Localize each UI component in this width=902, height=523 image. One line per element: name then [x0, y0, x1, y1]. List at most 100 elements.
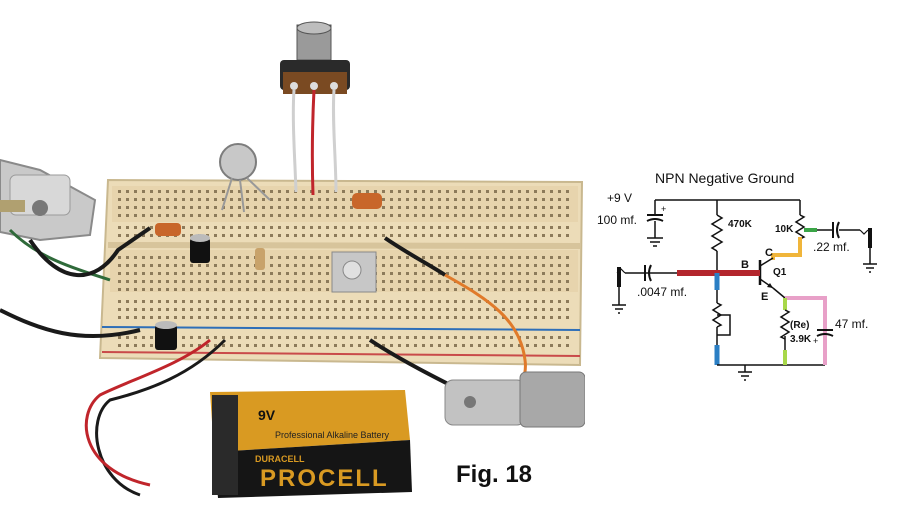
breadboard-hole [270, 190, 273, 193]
breadboard-hole [294, 316, 297, 319]
breadboard-hole [422, 288, 425, 291]
electrolytic-capacitor [155, 321, 177, 350]
breadboard-hole [118, 198, 121, 201]
breadboard-hole [198, 344, 201, 347]
breadboard-hole [478, 264, 481, 267]
breadboard-hole [502, 198, 505, 201]
breadboard-hole [510, 308, 513, 311]
breadboard-hole [334, 234, 337, 237]
breadboard-hole [254, 206, 257, 209]
breadboard-hole [486, 264, 489, 267]
breadboard-hole [262, 190, 265, 193]
breadboard-hole [382, 316, 385, 319]
breadboard-hole [382, 300, 385, 303]
breadboard-hole [294, 280, 297, 283]
breadboard-hole [470, 264, 473, 267]
breadboard-hole [166, 316, 169, 319]
breadboard-hole [206, 300, 209, 303]
breadboard-hole [326, 226, 329, 229]
breadboard-hole [510, 198, 513, 201]
breadboard-hole [334, 300, 337, 303]
breadboard-hole [510, 226, 513, 229]
breadboard-hole [422, 344, 425, 347]
breadboard-hole [174, 206, 177, 209]
breadboard-hole [150, 198, 153, 201]
breadboard-hole [438, 256, 441, 259]
breadboard-hole [246, 214, 249, 217]
breadboard-hole [526, 300, 529, 303]
breadboard-hole [422, 272, 425, 275]
breadboard-hole [558, 256, 561, 259]
breadboard-hole [190, 300, 193, 303]
breadboard-hole [510, 256, 513, 259]
breadboard-hole [270, 198, 273, 201]
breadboard-hole [422, 336, 425, 339]
breadboard-hole [358, 214, 361, 217]
breadboard-hole [294, 198, 297, 201]
breadboard-hole [238, 344, 241, 347]
breadboard-hole [166, 198, 169, 201]
breadboard-hole [206, 344, 209, 347]
breadboard-hole [518, 198, 521, 201]
breadboard-hole [558, 344, 561, 347]
breadboard-hole [550, 206, 553, 209]
breadboard-hole [326, 256, 329, 259]
breadboard-hole [446, 336, 449, 339]
breadboard-hole [358, 316, 361, 319]
breadboard-hole [518, 256, 521, 259]
breadboard-hole [214, 190, 217, 193]
breadboard-hole [246, 308, 249, 311]
breadboard-hole [246, 198, 249, 201]
breadboard-hole [470, 308, 473, 311]
breadboard-hole [326, 214, 329, 217]
breadboard-hole [254, 288, 257, 291]
breadboard-hole [534, 288, 537, 291]
breadboard-hole [334, 214, 337, 217]
breadboard-hole [382, 308, 385, 311]
breadboard-hole [190, 336, 193, 339]
potentiometer [280, 21, 350, 196]
breadboard-hole [542, 190, 545, 193]
breadboard-hole [238, 256, 241, 259]
breadboard-hole [238, 226, 241, 229]
breadboard-hole [558, 226, 561, 229]
breadboard-hole [254, 336, 257, 339]
breadboard-hole [406, 226, 409, 229]
breadboard-hole [438, 316, 441, 319]
breadboard-hole [182, 308, 185, 311]
breadboard-hole [366, 344, 369, 347]
breadboard-hole [294, 272, 297, 275]
breadboard-hole [222, 256, 225, 259]
breadboard-hole [486, 226, 489, 229]
breadboard-hole [134, 288, 137, 291]
breadboard-hole [174, 198, 177, 201]
breadboard-hole [222, 198, 225, 201]
breadboard-hole [446, 308, 449, 311]
breadboard-hole [182, 234, 185, 237]
breadboard-hole [446, 288, 449, 291]
electrolytic-capacitor [190, 234, 210, 263]
breadboard-hole [206, 226, 209, 229]
breadboard-hole [166, 256, 169, 259]
breadboard-hole [446, 198, 449, 201]
breadboard-hole [358, 344, 361, 347]
breadboard-hole [310, 272, 313, 275]
breadboard-hole [326, 280, 329, 283]
breadboard-hole [462, 300, 465, 303]
breadboard-hole [502, 300, 505, 303]
breadboard-hole [446, 316, 449, 319]
pot-label: 10K [775, 224, 794, 235]
breadboard-hole [542, 198, 545, 201]
breadboard-hole [414, 280, 417, 283]
breadboard-hole [158, 300, 161, 303]
breadboard-hole [198, 198, 201, 201]
breadboard-hole [558, 336, 561, 339]
breadboard-hole [142, 206, 145, 209]
breadboard-hole [158, 280, 161, 283]
breadboard-hole [558, 272, 561, 275]
breadboard-hole [486, 344, 489, 347]
breadboard-hole [494, 300, 497, 303]
breadboard-hole [358, 308, 361, 311]
breadboard-hole [486, 336, 489, 339]
breadboard-hole [246, 264, 249, 267]
